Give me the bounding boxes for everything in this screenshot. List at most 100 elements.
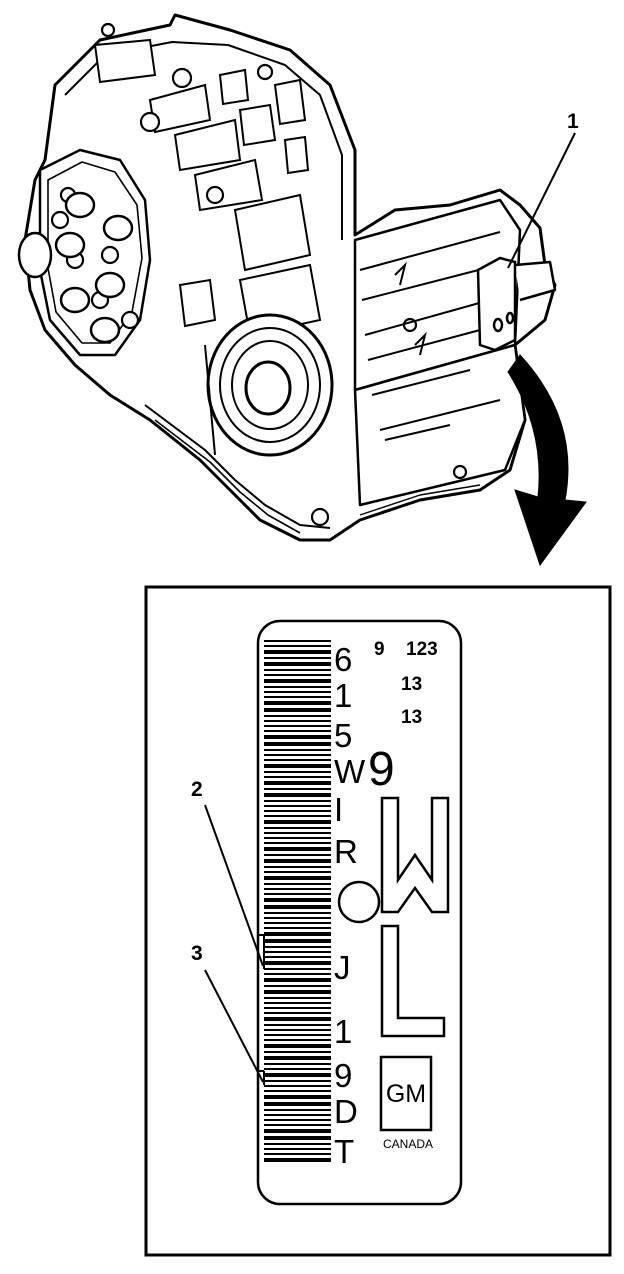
barcode-bar — [264, 951, 331, 953]
barcode-bar — [264, 1024, 331, 1026]
barcode-bar — [264, 1124, 331, 1126]
barcode-bar — [264, 715, 331, 717]
barcode-bar — [264, 701, 331, 705]
barcode-bar — [264, 805, 331, 807]
barcode-bar — [264, 720, 331, 722]
barcode-bar — [264, 866, 331, 868]
barcode-bar — [264, 939, 331, 943]
barcode-bar — [264, 1039, 331, 1041]
barcode-bar — [264, 1129, 331, 1133]
barcode-bar — [264, 1114, 331, 1116]
callout-1-label: 1 — [567, 110, 579, 133]
outline-l-letter — [380, 924, 446, 1038]
barcode-bar — [264, 691, 331, 693]
barcode-bar — [264, 776, 331, 778]
barcode-bar — [264, 764, 331, 768]
barcode-bar — [264, 730, 331, 732]
barcode-bar — [264, 997, 331, 999]
barcode-bar — [264, 674, 331, 676]
id-label-location — [476, 256, 517, 352]
barcode-bar — [264, 1029, 331, 1031]
case-ribs — [359, 231, 501, 441]
code-char: 1 — [334, 1013, 352, 1050]
barcode-bar — [264, 1044, 331, 1048]
converter-hub — [204, 313, 334, 457]
code-char: 5 — [334, 717, 352, 754]
code-char: 6 — [334, 641, 352, 678]
barcode-bar — [264, 893, 331, 895]
barcode-bar — [264, 754, 331, 756]
barcode-bar — [264, 883, 331, 885]
code-char: R — [334, 833, 358, 870]
barcode-bar — [264, 1136, 331, 1140]
valve-body-detail — [93, 38, 322, 337]
barcode-bar — [264, 1068, 331, 1070]
barcode-bar — [264, 1090, 331, 1092]
bolt-heads — [50, 22, 468, 527]
barcode-bar — [264, 1080, 331, 1082]
barcode-bar — [264, 1073, 331, 1077]
callout-3-label: 3 — [191, 942, 203, 965]
callout-1-leader — [507, 132, 576, 269]
barcode-bar — [264, 871, 331, 873]
barcode-bar — [264, 1109, 331, 1111]
row-three-number: 13 — [401, 707, 422, 728]
barcode-bar — [264, 696, 331, 698]
outline-w-letter — [380, 796, 450, 914]
top-row-right: 123 — [406, 639, 438, 660]
barcode-bar — [264, 1056, 331, 1060]
barcode-bar — [264, 842, 331, 844]
gm-logo-text: GM — [386, 1080, 426, 1108]
barcode-bar — [264, 847, 331, 851]
barcode-bar — [264, 1012, 331, 1014]
barcode-bar — [264, 749, 331, 751]
code-column: 6 1 5 W I R J 1 9 D T — [334, 641, 366, 1170]
barcode-bar — [264, 922, 331, 924]
barcode-bar — [264, 827, 331, 829]
barcode-bar — [264, 832, 331, 834]
barcode-bar — [264, 662, 331, 666]
code-char: 9 — [334, 1057, 352, 1094]
barcode-bar — [264, 990, 331, 994]
barcode-bar — [264, 927, 331, 929]
barcode-bar — [264, 1002, 331, 1004]
country-text: CANADA — [383, 1137, 433, 1151]
code-char: J — [334, 949, 351, 986]
barcode-bar — [264, 725, 331, 727]
barcode-bar — [264, 1148, 331, 1150]
barcode-bar — [264, 1051, 331, 1053]
barcode-bar — [264, 876, 331, 880]
barcode-bar — [264, 859, 331, 863]
barcode-bar — [264, 708, 331, 712]
barcode-bar — [264, 1143, 331, 1145]
barcode-bar — [264, 815, 331, 817]
barcode-bar — [264, 1085, 331, 1087]
barcode-bar — [264, 793, 331, 797]
code-char: D — [334, 1093, 358, 1130]
barcode-bar — [264, 1034, 331, 1036]
barcode-bar — [264, 905, 331, 909]
barcode-bar — [264, 810, 331, 812]
barcode-bar — [264, 645, 331, 647]
barcode-bar — [264, 1017, 331, 1021]
barcode-bar — [264, 657, 331, 659]
big-char: 9 — [368, 743, 395, 796]
barcode-bar — [264, 1153, 331, 1155]
callout-3-leader — [204, 969, 264, 1083]
barcode-bar — [264, 735, 331, 739]
barcode-bar — [264, 759, 331, 761]
barcode-bar — [264, 640, 331, 642]
barcode-bar — [264, 968, 331, 970]
barcode-bar — [264, 820, 331, 824]
face-bosses — [17, 191, 134, 344]
barcode-bar — [264, 888, 331, 890]
code-char: T — [334, 1133, 354, 1170]
barcode-bar — [264, 1158, 331, 1162]
code-char: W — [334, 753, 366, 790]
barcode-bar — [264, 898, 331, 902]
circle-mark — [337, 880, 381, 924]
barcode-bar — [264, 837, 331, 839]
barcode — [264, 640, 331, 1162]
barcode-bar — [264, 669, 331, 671]
